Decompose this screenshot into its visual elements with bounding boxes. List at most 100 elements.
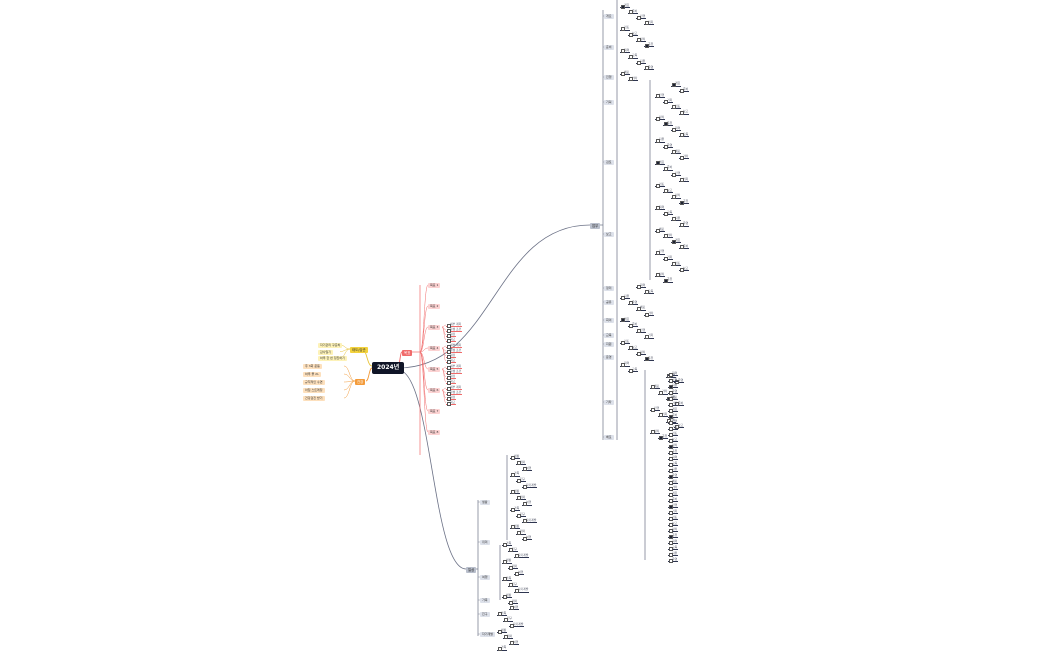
daily-leaf[interactable]: 여행 [522, 501, 533, 507]
work-leaf[interactable]: 정리 [655, 272, 666, 278]
daily-leaf[interactable]: 자기계발 [522, 483, 538, 489]
work-leaf[interactable]: 개요 [668, 407, 679, 413]
daily-leaf[interactable]: 친구 [508, 547, 519, 553]
daily-leaf[interactable]: 취미 [508, 599, 519, 605]
goal-subitem[interactable]: 회고 [446, 358, 457, 364]
work-leaf[interactable]: 공유 [644, 356, 655, 362]
work-leaf[interactable]: 보고 [663, 188, 674, 194]
work-leaf[interactable]: 보고 [668, 521, 679, 527]
work-leaf[interactable]: 공유 [679, 199, 690, 205]
work-leaf[interactable]: 교육 [628, 367, 639, 373]
work-leaf[interactable]: 회의 [668, 539, 679, 545]
work-leaf[interactable]: 진행 [655, 93, 666, 99]
work-leaf[interactable]: 준비 [679, 87, 690, 93]
health-item[interactable]: 건강검진 받기 [303, 396, 325, 401]
health-item[interactable]: 아침 스트레칭 [303, 388, 325, 393]
work-leaf[interactable]: 준비 [628, 323, 639, 329]
work-leaf[interactable]: 기타 [663, 233, 674, 239]
work-leaf[interactable]: 정리 [650, 429, 661, 435]
work-leaf[interactable]: 배포 [650, 384, 661, 390]
work-leaf[interactable]: 진행 [650, 407, 661, 413]
habit-item[interactable]: 감사일기 [318, 349, 334, 355]
daily-leaf[interactable]: 취미 [516, 495, 527, 501]
goal-subitem[interactable]: 회고 [446, 400, 457, 406]
goal-item[interactable]: 목표 1 [428, 283, 441, 288]
work-leaf[interactable]: 진행 [668, 419, 679, 425]
daily-leaf[interactable]: 가족 [502, 541, 513, 547]
daily-section[interactable]: 생활 [480, 500, 490, 505]
work-leaf[interactable]: 개요 [671, 82, 682, 88]
work-leaf[interactable]: 검토 [620, 339, 631, 345]
work-leaf[interactable]: 준비 [663, 166, 674, 172]
work-leaf[interactable]: 개요 [620, 317, 631, 323]
daily-leaf[interactable]: 가족 [497, 646, 508, 652]
hub-habits[interactable]: 태도/습관 [350, 347, 368, 354]
work-section[interactable]: 기획 [604, 100, 614, 105]
habit-item[interactable]: 하루 한 번 칭찬하기 [318, 356, 347, 361]
work-leaf[interactable]: 정리 [636, 351, 647, 357]
work-leaf[interactable]: 배포 [671, 149, 682, 155]
work-leaf[interactable]: 개요 [671, 239, 682, 245]
work-section[interactable]: 공유 [604, 300, 614, 305]
work-leaf[interactable]: 개요 [620, 3, 631, 9]
goal-item[interactable]: 목표 3 [428, 325, 441, 330]
work-leaf[interactable]: 기획 [644, 334, 655, 340]
work-leaf[interactable]: 검토 [668, 431, 679, 437]
daily-leaf[interactable]: 취미 [516, 530, 527, 536]
daily-section[interactable]: 가족 [480, 598, 490, 603]
daily-leaf[interactable]: 여행 [509, 640, 520, 646]
work-leaf[interactable]: 기타 [679, 155, 690, 161]
daily-leaf[interactable]: 친구 [516, 512, 527, 518]
goal-subitem[interactable]: 회고 [446, 337, 457, 343]
work-section[interactable]: 지원 [604, 342, 614, 347]
work-leaf[interactable]: 공유 [668, 533, 679, 539]
work-leaf[interactable]: 지원 [671, 216, 682, 222]
work-leaf[interactable]: 공유 [658, 435, 669, 441]
work-section[interactable]: 운영 [604, 355, 614, 360]
hub-goals[interactable]: 목표 [402, 350, 413, 357]
work-leaf[interactable]: 회의 [636, 283, 647, 289]
work-leaf[interactable]: 운영 [679, 222, 690, 228]
work-section[interactable]: 기타 [604, 400, 614, 405]
daily-section[interactable]: 자기계발 [480, 632, 496, 637]
goal-subitem[interactable]: 달성 조건 [446, 369, 463, 375]
work-leaf[interactable]: 교육 [668, 461, 679, 467]
work-leaf[interactable]: 기타 [668, 485, 679, 491]
goal-subitem[interactable]: 달성 조건 [446, 327, 463, 333]
work-leaf[interactable]: 개요 [655, 160, 666, 166]
work-leaf[interactable]: 공유 [663, 278, 674, 284]
goal-subitem[interactable]: 점검 [446, 374, 457, 380]
work-leaf[interactable]: 운영 [668, 473, 679, 479]
work-leaf[interactable]: 배포 [668, 395, 679, 401]
goal-subitem[interactable]: 세부 계획 [446, 343, 463, 349]
work-leaf[interactable]: 지원 [636, 59, 647, 65]
work-leaf[interactable]: 정리 [655, 115, 666, 121]
work-leaf[interactable]: 준비 [628, 9, 639, 15]
work-section[interactable]: 진행 [604, 75, 614, 80]
work-leaf[interactable]: 보고 [679, 110, 690, 116]
work-leaf[interactable]: 교육 [668, 377, 679, 383]
goal-subitem[interactable]: 세부 계획 [446, 322, 463, 328]
work-leaf[interactable]: 회의 [655, 205, 666, 211]
work-leaf[interactable]: 진행 [668, 503, 679, 509]
work-leaf[interactable]: 기획 [668, 509, 679, 515]
goal-subitem[interactable]: 달성 조건 [446, 348, 463, 354]
goal-subitem[interactable]: 점검 [446, 395, 457, 401]
work-leaf[interactable]: 배포 [668, 479, 679, 485]
work-leaf[interactable]: 준비 [668, 497, 679, 503]
daily-leaf[interactable]: 생활 [497, 628, 508, 634]
daily-leaf[interactable]: 여행 [509, 605, 520, 611]
work-section[interactable]: 준비 [604, 45, 614, 50]
work-leaf[interactable]: 회의 [671, 127, 682, 133]
daily-leaf[interactable]: 여행 [522, 466, 533, 472]
daily-leaf[interactable]: 취미 [516, 460, 527, 466]
work-leaf[interactable]: 기타 [628, 76, 639, 82]
work-leaf[interactable]: 기획 [658, 412, 669, 418]
work-leaf[interactable]: 교육 [628, 54, 639, 60]
health-item[interactable]: 규칙적인 수면 [303, 380, 325, 385]
work-leaf[interactable]: 준비 [668, 413, 679, 419]
work-leaf[interactable]: 기타 [668, 401, 679, 407]
work-leaf[interactable]: 회의 [668, 371, 679, 377]
hub-health[interactable]: 건강 [355, 379, 366, 386]
